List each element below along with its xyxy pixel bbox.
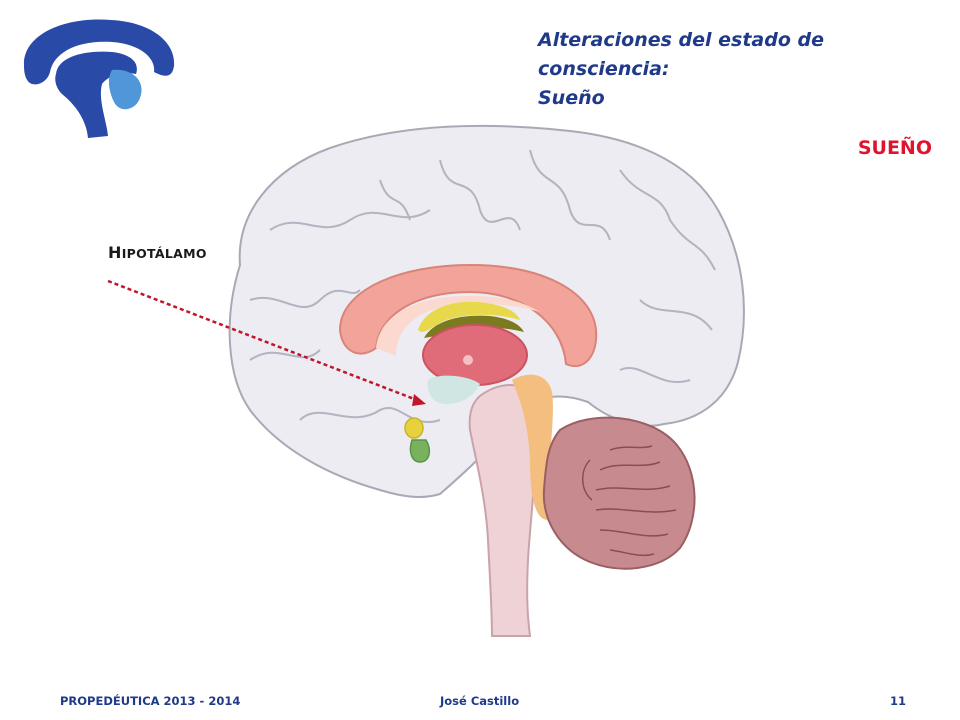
- hipotalamo-label: HIPOTÁLAMO: [108, 243, 207, 262]
- slide-title-line-2: Sueño: [538, 87, 605, 109]
- hipotalamo-label-rest: IPOTÁLAMO: [121, 246, 207, 261]
- brain-logo-icon: [23, 19, 175, 138]
- footer-author: José Castillo: [440, 694, 520, 708]
- footer-course: PROPEDÉUTICA 2013 - 2014: [60, 694, 241, 708]
- section-heading: SUEÑO: [857, 137, 932, 159]
- footer-page-number: 11: [890, 694, 907, 708]
- slide-title: Alteraciones del estado de consciencia: …: [538, 26, 948, 113]
- slide-title-line-1: Alteraciones del estado de consciencia:: [538, 29, 825, 80]
- hipotalamo-label-initial: H: [108, 243, 122, 262]
